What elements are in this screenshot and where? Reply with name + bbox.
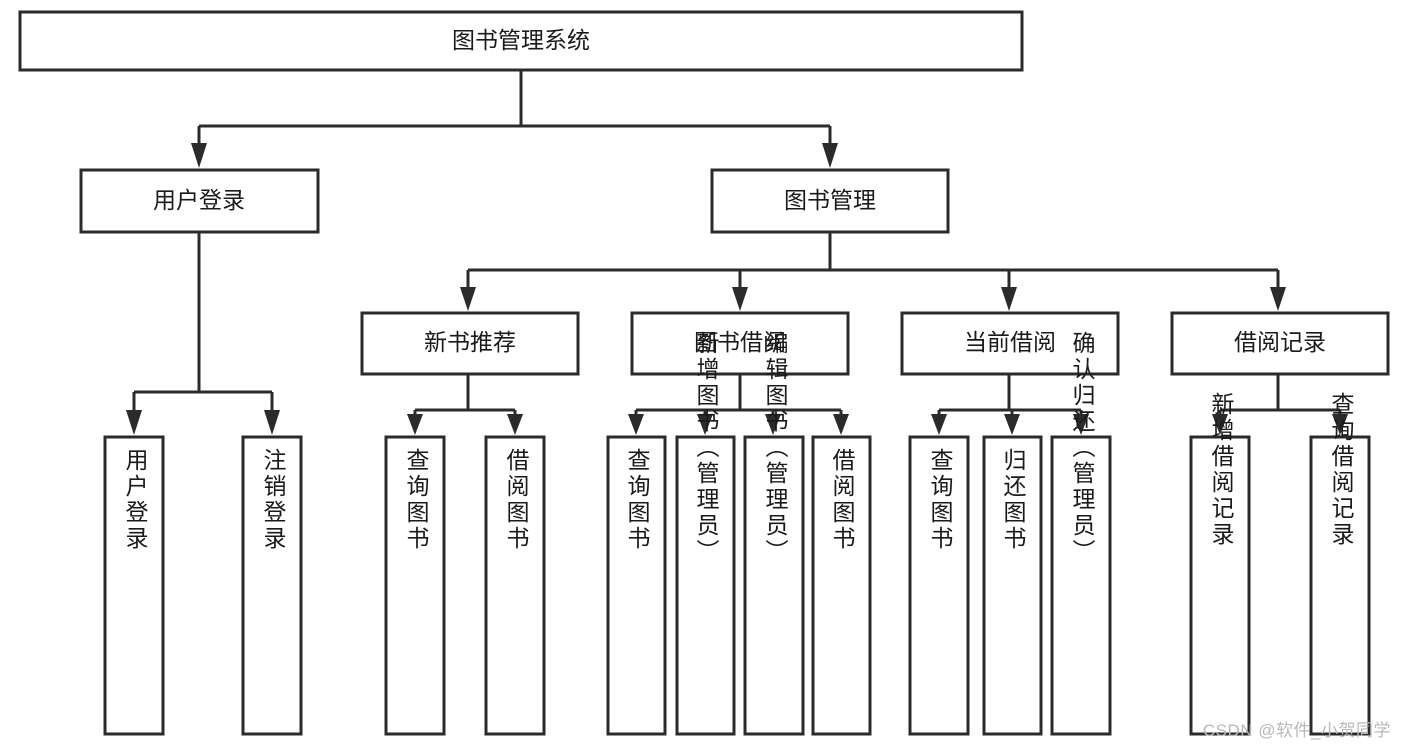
leaf-return-book-label: 归还图书 (1000, 448, 1027, 552)
leaf-query-borrow-record[interactable]: 查询借阅记录 (1309, 392, 1371, 736)
arrow-head-current-borrow (1001, 287, 1017, 311)
book-management-label: 图书管理 (784, 187, 876, 213)
borrow-record-box[interactable] (1170, 311, 1390, 376)
leaf-add-borrow-record-label: 新增借阅记录 (1208, 392, 1235, 548)
leaf-query-book-borrow[interactable]: 查询图书 (606, 435, 667, 736)
arrow-head-borrow-record (1270, 287, 1286, 311)
arrow-head-leaf-query-book-1 (407, 414, 423, 435)
book-borrow-label: 图书借阅 (694, 329, 786, 355)
leaf-query-borrow-record-label: 查询借阅记录 (1328, 392, 1355, 548)
leaf-query-book-borrow-box[interactable] (606, 435, 667, 736)
leaf-borrow-book-recommend-label: 借阅图书 (503, 448, 530, 552)
leaf-user-login-label: 用户登录 (122, 448, 149, 552)
leaf-add-borrow-record-box[interactable] (1189, 435, 1251, 736)
leaf-confirm-return-admin-label: 确认归还（管理员） (1069, 331, 1096, 565)
connector-layer (126, 70, 1348, 435)
leaf-user-login[interactable]: 用户登录 (103, 435, 165, 736)
leaf-edit-book-admin[interactable]: 编辑图书（管理员） (743, 331, 805, 736)
leaf-query-book-recommend-box[interactable] (384, 435, 446, 736)
node-root-book-management-system[interactable]: 图书管理系统 (18, 10, 1024, 72)
arrow-head-new-book-recommend (460, 287, 476, 311)
arrow-head-leaf-add-book (697, 414, 713, 435)
arrow-head-leaf-borrow-book-1 (507, 414, 523, 435)
leaf-add-book-admin[interactable]: 新增图书（管理员） (675, 331, 736, 736)
leaf-return-book[interactable]: 归还图书 (982, 435, 1043, 736)
leaf-user-login-box[interactable] (103, 435, 165, 736)
leaf-edit-book-admin-box[interactable] (743, 435, 805, 736)
leaf-edit-book-admin-label: 编辑图书（管理员） (762, 331, 789, 565)
leaf-return-book-box[interactable] (982, 435, 1043, 736)
arrow-head-leaf-edit-book (765, 414, 781, 435)
leaf-borrow-book-recommend-box[interactable] (484, 435, 546, 736)
root-label: 图书管理系统 (452, 27, 590, 53)
new-book-recommend-label: 新书推荐 (424, 329, 516, 355)
arrow-head-leaf-add-borrow-record (1212, 414, 1228, 435)
arrow-head-user-login (191, 143, 207, 168)
leaf-borrow-book-borrow-label: 借阅图书 (829, 448, 856, 552)
current-borrow-label: 当前借阅 (964, 329, 1056, 355)
arrow-head-leaf-return-book (1004, 414, 1020, 435)
leaf-query-book-recommend[interactable]: 查询图书 (384, 435, 446, 736)
arrow-head-leaf-query-borrow-record (1332, 414, 1348, 435)
root-box[interactable] (18, 10, 1024, 72)
leaf-borrow-book-recommend[interactable]: 借阅图书 (484, 435, 546, 736)
arrow-head-book-management (822, 143, 838, 168)
book-management-box[interactable] (710, 168, 950, 234)
book-borrow-box[interactable] (630, 311, 850, 376)
borrow-record-label: 借阅记录 (1234, 329, 1326, 355)
leaf-logout-box[interactable] (241, 435, 303, 736)
node-new-book-recommend[interactable]: 新书推荐 (360, 311, 580, 376)
node-user-login[interactable]: 用户登录 (79, 168, 320, 234)
node-book-management[interactable]: 图书管理 (710, 168, 950, 234)
leaf-confirm-return-admin[interactable]: 确认归还（管理员） (1050, 331, 1112, 736)
leaf-query-borrow-record-box[interactable] (1309, 435, 1371, 736)
leaf-query-book-recommend-label: 查询图书 (403, 448, 430, 552)
leaf-add-book-admin-label: 新增图书（管理员） (693, 331, 720, 565)
leaf-borrow-book-borrow-box[interactable] (811, 435, 872, 736)
current-borrow-box[interactable] (900, 311, 1120, 376)
arrow-head-leaf-query-book-3 (931, 414, 947, 435)
user-login-label: 用户登录 (153, 187, 245, 213)
leaf-logout[interactable]: 注销登录 (241, 435, 303, 736)
leaf-query-book-borrow-label: 查询图书 (624, 448, 651, 552)
leaf-query-book-current[interactable]: 查询图书 (908, 435, 970, 736)
leaf-add-book-admin-box[interactable] (675, 435, 736, 736)
node-book-borrow[interactable]: 图书借阅 (630, 311, 850, 376)
arrow-head-leaf-logout (264, 410, 280, 435)
node-borrow-record[interactable]: 借阅记录 (1170, 311, 1390, 376)
arrow-head-leaf-user-login (126, 410, 142, 435)
leaf-query-book-current-box[interactable] (908, 435, 970, 736)
arrow-head-leaf-borrow-book-2 (833, 414, 849, 435)
leaf-logout-label: 注销登录 (260, 448, 287, 552)
arrow-head-leaf-query-book-2 (628, 414, 644, 435)
leaf-query-book-current-label: 查询图书 (927, 448, 954, 552)
leaf-add-borrow-record[interactable]: 新增借阅记录 (1189, 392, 1251, 736)
leaf-borrow-book-borrow[interactable]: 借阅图书 (811, 435, 872, 736)
arrow-head-book-borrow (732, 287, 748, 311)
user-login-box[interactable] (79, 168, 320, 234)
new-book-recommend-box[interactable] (360, 311, 580, 376)
node-current-borrow[interactable]: 当前借阅 (900, 311, 1120, 376)
arrow-head-leaf-confirm-return (1073, 414, 1089, 435)
leaf-confirm-return-admin-box[interactable] (1050, 435, 1112, 736)
